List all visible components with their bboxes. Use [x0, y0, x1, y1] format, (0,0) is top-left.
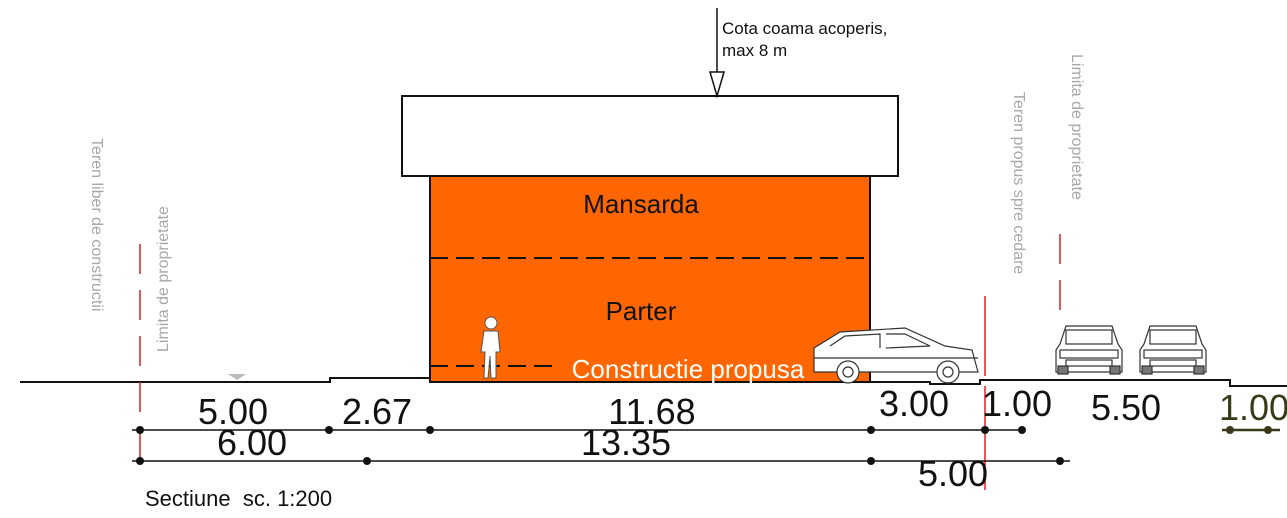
dimension-value-row2: 5.00	[918, 453, 988, 494]
vertical-label-free-land: Teren liber de constructii	[88, 138, 105, 311]
vertical-label-ceded-land: Teren propus spre cedare	[1010, 92, 1027, 274]
dimension-value: 3.00	[879, 383, 949, 424]
vertical-label-property-limit-right: Limita de proprietate	[1068, 54, 1085, 200]
ridge-arrow-icon	[709, 71, 725, 99]
floor-label-mansarda: Mansarda	[583, 189, 699, 219]
dimension-ticks-row1	[136, 426, 1272, 434]
person-figure-icon	[480, 316, 501, 379]
dimension-value-row2: 13.35	[581, 422, 671, 463]
side-car-icon	[813, 327, 979, 384]
dimension-value: 2.67	[342, 391, 412, 432]
dimension-value-row2: 6.00	[217, 422, 287, 463]
ground-marker	[228, 374, 246, 380]
section-caption: Sectiune sc. 1:200	[145, 486, 332, 511]
dimension-value: 1.00	[982, 383, 1052, 424]
dimension-value: 5.50	[1091, 387, 1161, 428]
ground-line	[20, 377, 1287, 387]
dimension-value-last: 1.00	[1219, 387, 1287, 428]
ridge-note-line2: max 8 m	[722, 41, 787, 60]
proposed-construction-label: Constructie propusa	[572, 354, 805, 384]
vertical-label-property-limit-left: Limita de proprietate	[155, 206, 172, 352]
roof	[401, 95, 899, 177]
dimension-value: 11.68	[608, 391, 695, 432]
dimension-ticks-row2	[136, 457, 1064, 465]
floor-label-parter: Parter	[606, 296, 677, 326]
front-car-icon-2	[1139, 325, 1207, 375]
ridge-note-line1: Cota coama acoperis,	[722, 19, 887, 38]
front-car-icon-1	[1055, 325, 1123, 375]
building-body	[429, 175, 871, 383]
dimension-value: 5.00	[198, 391, 268, 432]
